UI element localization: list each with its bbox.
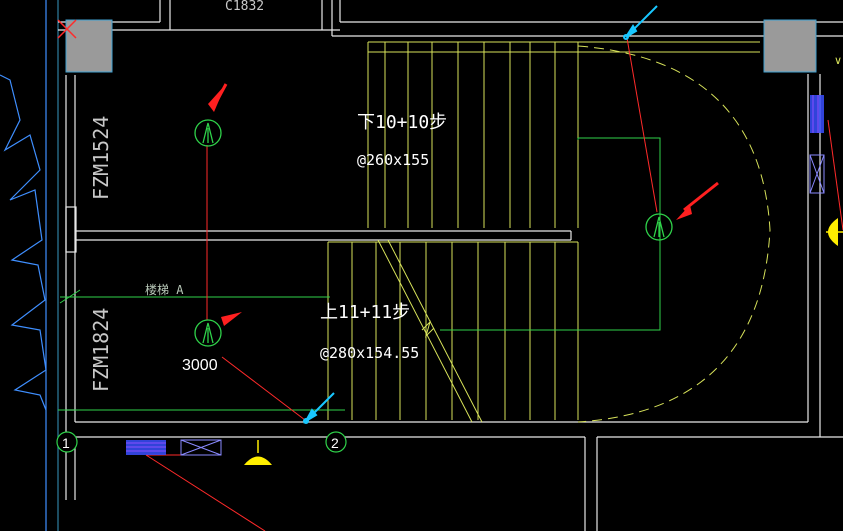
stair-lower-flight	[327, 239, 579, 423]
stair-bottom-steps: 上11+11步	[320, 302, 410, 323]
axis-bubble-2: 2	[325, 431, 347, 453]
cyan-arrow-1	[623, 5, 658, 40]
right-edge-mark: ∨	[834, 55, 842, 67]
door-label-upper: FZM1524	[89, 116, 113, 200]
door-label-lower: FZM1824	[89, 308, 113, 392]
red-arrow-3	[676, 181, 719, 220]
damper-symbol-bottom	[180, 439, 222, 456]
lamp-symbol-right	[826, 218, 843, 246]
facade-outline	[0, 0, 59, 531]
stair-top-dims: @260x155	[357, 151, 429, 169]
window-symbol-right	[810, 95, 824, 133]
lamp-symbol-bottom	[244, 440, 272, 465]
detector-symbol-1	[194, 119, 222, 147]
svg-text:2: 2	[331, 435, 339, 451]
cyan-arrow-2	[303, 392, 335, 424]
section-guide-lines	[58, 137, 661, 411]
red-arrow-1	[208, 83, 228, 112]
axis-bubble-1: 1	[56, 431, 78, 453]
column-top-right	[763, 19, 817, 73]
window-symbol-bottom-left	[126, 440, 166, 455]
red-line-right	[827, 119, 843, 231]
wiring-lines	[145, 37, 658, 531]
detector-symbol-2	[194, 319, 222, 347]
red-arrow-2	[221, 312, 242, 326]
column-top-left	[65, 19, 113, 73]
column-x-mark	[57, 19, 77, 39]
elevation-label: 3000	[182, 357, 218, 374]
walls	[58, 0, 843, 531]
damper-symbol-right	[809, 154, 825, 194]
stair-bottom-dims: @280x154.55	[320, 344, 419, 362]
svg-text:1: 1	[62, 435, 70, 451]
detector-symbol-3	[645, 213, 673, 241]
landing-arc	[577, 45, 771, 423]
window-label: C1832	[225, 0, 264, 14]
stair-top-steps: 下10+10步	[357, 112, 447, 133]
section-label: 楼梯 A	[145, 282, 184, 297]
stair-upper-flight	[367, 41, 760, 228]
